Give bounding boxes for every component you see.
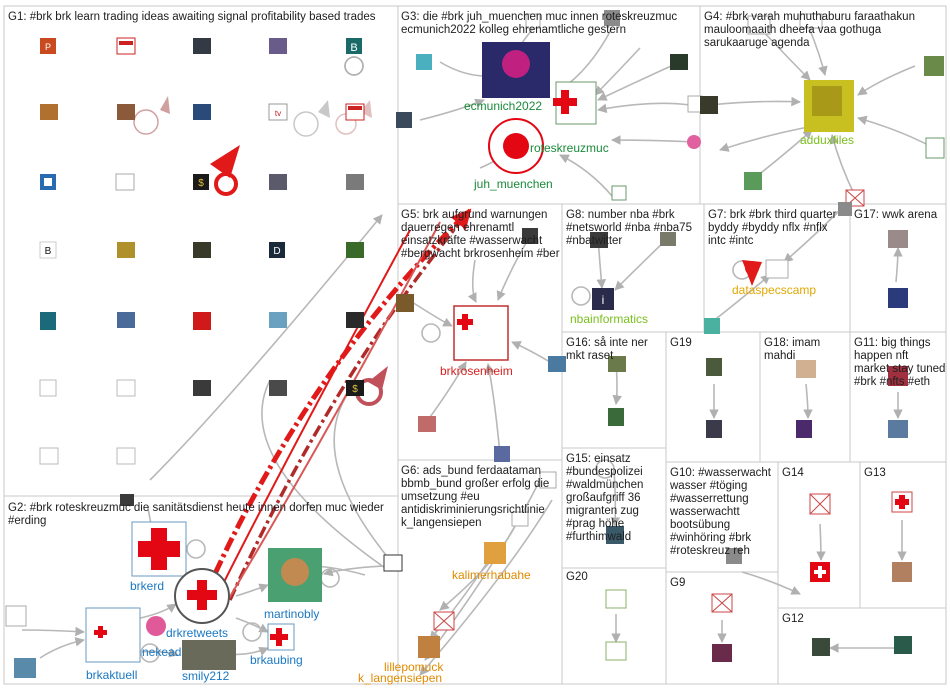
- node-label-juh-muenchen: juh_muenchen: [473, 177, 553, 191]
- group-label-g14: G14: [782, 467, 804, 479]
- g1-nodes: P B tv $ B D: [39, 37, 365, 465]
- node-label-brkaktuell: brkaktuell: [86, 668, 137, 682]
- node-label-ecmunich2022: ecmunich2022: [464, 99, 542, 113]
- g6-nodes: [418, 471, 557, 658]
- g5-nodes: [396, 228, 566, 462]
- node-label-k-langensiepen: k_langensiepen: [358, 671, 442, 685]
- svg-text:$: $: [352, 384, 358, 395]
- group-labels: G1: #brk brk learn trading ideas awaitin…: [8, 11, 945, 625]
- group-label-g8: G8: number nba #brk#netsworld #nba #nba7…: [566, 209, 692, 247]
- svg-text:D: D: [273, 246, 280, 257]
- group-label-g3: G3: die #brk juh_muenchen muc innen rote…: [401, 11, 677, 36]
- svg-text:$: $: [198, 178, 204, 189]
- group-label-g9: G9: [670, 577, 685, 589]
- small-group-nodes: [605, 230, 913, 662]
- node-label-nekead: nekead: [142, 645, 181, 659]
- node-label-smily212: smily212: [182, 669, 230, 683]
- svg-text:tv: tv: [275, 109, 281, 118]
- group-label-g1: G1: #brk brk learn trading ideas awaitin…: [8, 11, 376, 23]
- node-label-brkaubing: brkaubing: [250, 653, 303, 667]
- node-label-dataspecscamp: dataspecscamp: [732, 283, 816, 297]
- group-label-g19: G19: [670, 337, 692, 349]
- g7-g8-nodes: i: [590, 202, 852, 334]
- node-label-roteskreuzmuc: roteskreuzmuc: [530, 141, 609, 155]
- edges-red: [202, 208, 472, 611]
- group-label-g12: G12: [782, 613, 804, 625]
- group-label-g20: G20: [566, 571, 588, 583]
- node-labels: ecmunich2022 roteskreuzmuc juh_muenchen …: [86, 99, 854, 685]
- svg-text:B: B: [45, 246, 52, 257]
- svg-text:B: B: [350, 42, 357, 54]
- node-label-kalimerhabahe: kalimerhabahe: [452, 568, 531, 582]
- node-label-martinobly: martinobly: [264, 607, 319, 621]
- node-label-lillepomuck: lillepomuck: [384, 660, 444, 674]
- svg-text:P: P: [45, 42, 51, 52]
- node-label-brkerding: brkerd: [130, 579, 164, 593]
- node-label-adduxfiles: adduxfiles: [800, 133, 854, 147]
- group-label-g13: G13: [864, 467, 886, 479]
- g4-nodes: [700, 13, 945, 207]
- node-label-brkrosenheim: brkrosenheim: [440, 364, 513, 378]
- g2-nodes: [5, 494, 403, 678]
- node-label-drkretweets: drkretweets: [166, 626, 228, 640]
- svg-text:i: i: [602, 293, 605, 307]
- group-label-g2: G2: #brk roteskreuzmuc die sanitätsdiens…: [8, 502, 384, 527]
- group-label-g17: G17: wwk arena: [854, 209, 938, 221]
- node-label-nbainformatics: nbainformatics: [570, 312, 648, 326]
- g3-nodes: [396, 10, 703, 201]
- group-boxes: [3, 5, 947, 685]
